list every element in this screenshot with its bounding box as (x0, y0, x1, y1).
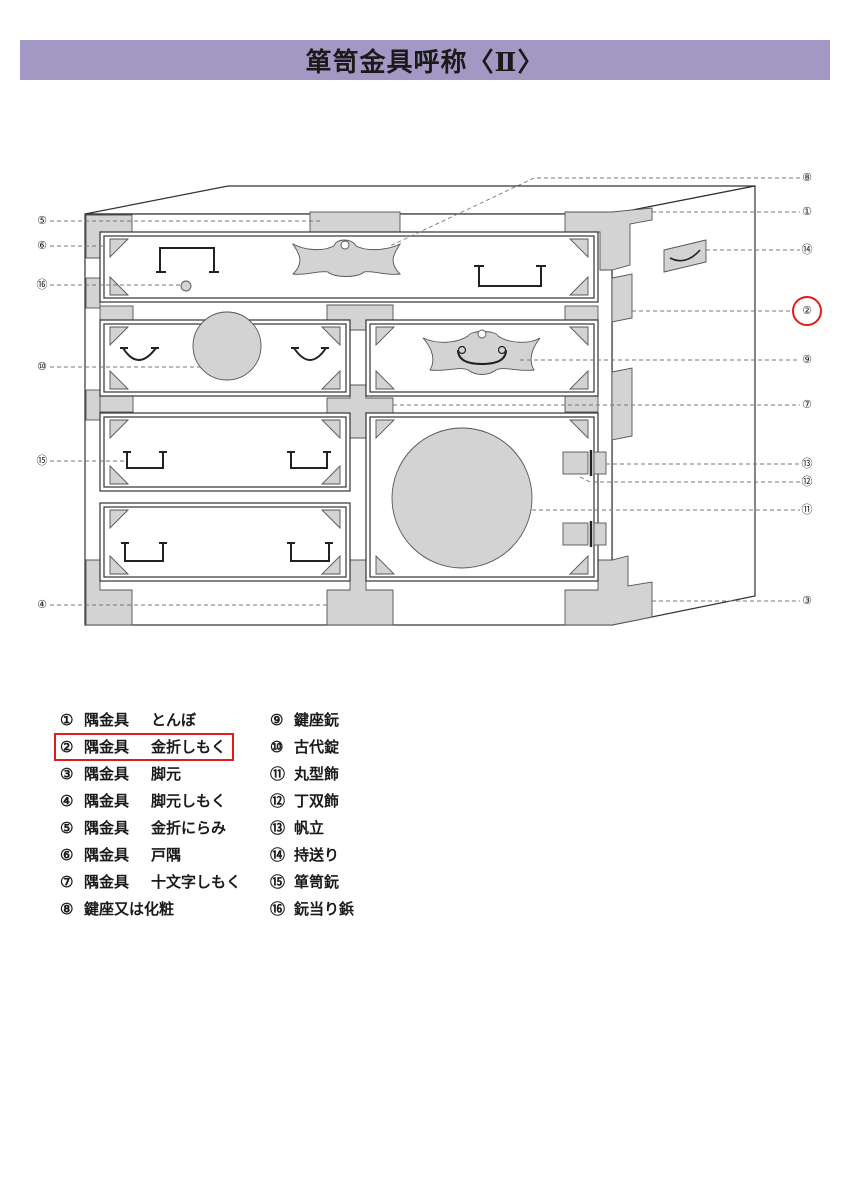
handle-lower-1 (126, 452, 164, 469)
callout-2: ② (802, 304, 812, 317)
hotate (562, 451, 589, 475)
handle-bottom-2 (290, 543, 330, 562)
handle-lower-2 (290, 452, 328, 469)
callout-7: ⑦ (802, 398, 812, 411)
mochiokuri (663, 239, 707, 273)
fitting-left-side-1 (85, 277, 101, 309)
callout-3: ③ (802, 594, 812, 607)
callout-11: ⑪ (802, 503, 813, 516)
leader-lines (50, 177, 800, 606)
drawer-bottom-left[interactable] (99, 502, 351, 582)
callout-12: ⑫ (802, 475, 813, 488)
decorative-fittings (180, 239, 707, 569)
callout-6: ⑥ (37, 239, 47, 252)
kan-atari-byo (180, 280, 192, 292)
callout-8: ⑧ (802, 171, 812, 184)
handle-top-right (478, 266, 542, 287)
fitting-left-side-2 (85, 389, 101, 421)
kagiza-keshou (291, 239, 402, 277)
page-title: 箪笥金具呼称〈Ⅱ〉 (305, 47, 545, 78)
callout-16: ⑯ (37, 278, 48, 291)
drawer-handles[interactable] (120, 247, 546, 562)
fitting-top-center (309, 211, 401, 233)
marugata-kazari (391, 427, 533, 569)
chouso-kazari (593, 451, 607, 475)
handle-bottom-1 (124, 543, 164, 562)
callout-labels: ⑤ ⑥ ⑯ ⑩ ⑮ ④ ⑧ ① ⑭ ② ⑨ ⑦ ⑬ ⑫ ⑪ ③ (37, 171, 822, 611)
fitting-right-mid-1 (564, 305, 599, 321)
legend-highlight-box (54, 733, 234, 761)
callout-14: ⑭ (802, 243, 813, 256)
callout-10: ⑩ (37, 360, 47, 373)
fitting-right-mid-3 (564, 395, 599, 413)
title-bar: 箪笥金具呼称〈Ⅱ〉 (20, 40, 830, 80)
kagiza-kan (422, 331, 541, 375)
callout-15: ⑮ (37, 454, 48, 467)
handle-top-left (159, 247, 215, 272)
door-corner-triangles (109, 238, 589, 575)
fitting-side-2 (611, 367, 633, 441)
kodai-jo (192, 311, 262, 381)
fitting-left-mid-1 (99, 305, 134, 321)
handle-mid-left-1 (122, 347, 157, 361)
callout-2-highlight-circle (792, 296, 822, 326)
drawer-lower-left[interactable] (99, 412, 351, 492)
callout-4: ④ (37, 598, 47, 611)
callout-1: ① (802, 205, 812, 218)
fitting-kaneori-shimoku (611, 273, 633, 323)
callout-9: ⑨ (802, 353, 812, 366)
callout-5: ⑤ (37, 214, 47, 227)
handle-mid-left-2 (293, 347, 327, 361)
fitting-left-mid-2 (99, 395, 134, 413)
callout-13: ⑬ (802, 457, 813, 470)
